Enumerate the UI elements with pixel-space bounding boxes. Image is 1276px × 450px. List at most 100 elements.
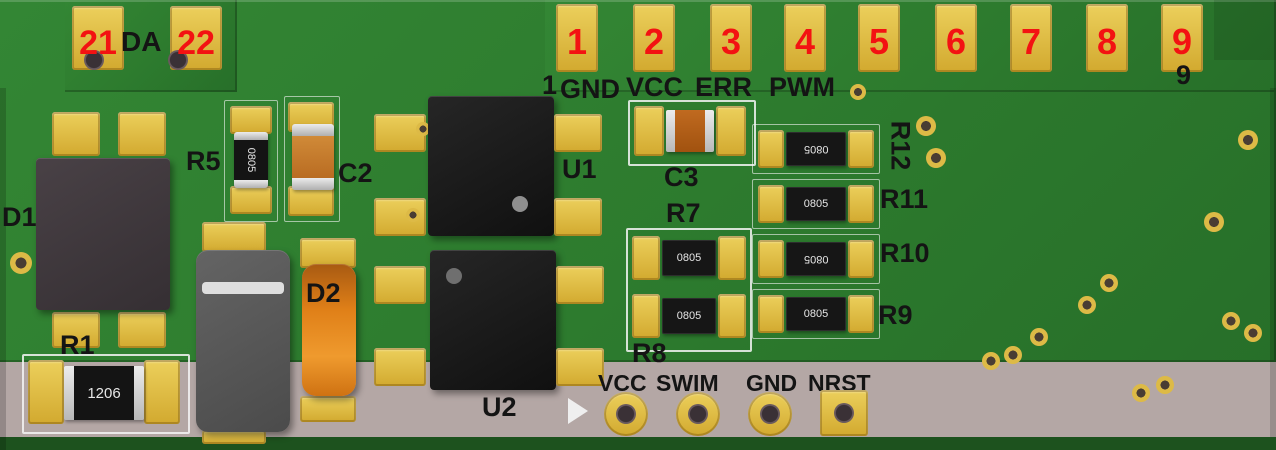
silk-pin9: 9 [1176, 60, 1192, 90]
u2-pad-right-1 [556, 266, 604, 304]
edge-pad-7 [1010, 4, 1052, 72]
silk-gnd-top: GND [560, 74, 620, 104]
via [850, 84, 866, 100]
via [1030, 328, 1048, 346]
bulk-cap-pad-top [202, 222, 266, 252]
c2-pad-bottom [288, 186, 334, 216]
tab-hole-right [168, 50, 188, 70]
vcc-hole [616, 404, 636, 424]
silk-gnd-bottom: GND [746, 370, 798, 396]
u2-pin1-dot [446, 268, 462, 284]
via [10, 252, 32, 274]
r10-pad-left [758, 240, 784, 278]
via [926, 148, 946, 168]
r7-chip: 0805 [662, 240, 716, 276]
d1-pad-top-left [52, 112, 100, 156]
d2-label: D2 [306, 278, 341, 308]
tab-label-da: DA [121, 26, 162, 57]
r1-pad-right [144, 360, 180, 424]
board-bottom-edge [0, 437, 1276, 450]
via [1078, 296, 1096, 314]
r8-pad-left [632, 294, 660, 338]
via [1132, 384, 1150, 402]
edge-pad-3 [710, 4, 752, 72]
pad-number-21: 21 [79, 24, 117, 62]
d2-body [302, 264, 356, 396]
r11-pad-right [848, 185, 874, 223]
via [1156, 376, 1174, 394]
via [916, 116, 936, 136]
edge-pad-5 [858, 4, 900, 72]
r5-chip: 0805 [234, 132, 268, 188]
r9-silk-outline [752, 289, 880, 339]
via [1222, 312, 1240, 330]
via [416, 122, 430, 136]
r12-label: R12 [885, 120, 916, 171]
bulk-cap-pad-bottom [202, 430, 266, 444]
via [982, 352, 1000, 370]
d1-pad-bottom-left [52, 312, 100, 348]
r9-label: R9 [878, 300, 913, 330]
pad-number-9: 9 [1171, 21, 1193, 62]
u1-body [428, 96, 554, 236]
c3-dielectric [675, 110, 705, 152]
r12-pad-left [758, 130, 784, 168]
r7-r8-silk-outline [626, 228, 752, 352]
pad-number-4: 4 [794, 21, 816, 62]
d1-pad-top-right [118, 112, 166, 156]
via [1204, 212, 1224, 232]
r9-pad-right [848, 295, 874, 333]
r8-chip: 0805 [662, 298, 716, 334]
chip-end [234, 180, 268, 188]
edge-pad-6 [935, 4, 977, 72]
silk-vcc-bottom: VCC [598, 370, 647, 396]
silk-swim-bottom: SWIM [656, 370, 719, 396]
r7-pad-right [718, 236, 746, 280]
c3-label: C3 [664, 162, 699, 192]
d1-pad-bottom-right [118, 312, 166, 348]
pad-number-3: 3 [720, 21, 742, 62]
pad-number-2: 2 [643, 21, 665, 62]
d2-pad-bottom [300, 396, 356, 422]
chip-end [134, 366, 144, 420]
r1-chip: 1206 [64, 366, 144, 420]
pad-number-7: 7 [1020, 21, 1042, 62]
u1-pad-right-1 [554, 114, 602, 152]
c3-silk-outline [628, 100, 756, 166]
c3-body [666, 110, 714, 152]
edge-pad-9 [1161, 4, 1203, 72]
r10-label: R10 [880, 238, 930, 268]
swim-hole [688, 404, 708, 424]
r7-pad-left [632, 236, 660, 280]
r7-label: R7 [666, 198, 701, 228]
silk-pin1: 1 [542, 70, 558, 100]
c3-pad-right [716, 106, 746, 156]
via [1244, 324, 1262, 342]
d1-label: D1 [2, 202, 37, 232]
r12-chip: 0805 [786, 132, 846, 166]
silk-pwm-top: PWM [769, 72, 835, 102]
r10-chip: 0805 [786, 242, 846, 276]
via [1004, 346, 1022, 364]
chip-end [292, 178, 334, 190]
r5-pad-top [230, 106, 272, 134]
via [406, 208, 420, 222]
r5-label: R5 [186, 146, 221, 176]
pad-number-8: 8 [1096, 21, 1118, 62]
r11-chip: 0805 [786, 187, 846, 221]
chip-end [64, 366, 74, 420]
u1-pin1-dot [512, 196, 528, 212]
r8-pad-right [718, 294, 746, 338]
chip-end [234, 132, 268, 140]
c2-body [292, 124, 334, 190]
c2-label: C2 [338, 158, 373, 188]
pad-number-22: 22 [177, 24, 215, 62]
c2-dielectric [292, 136, 334, 178]
u1-label: U1 [562, 154, 597, 184]
r5-pad-bottom [230, 186, 272, 214]
r11-label: R11 [880, 184, 929, 214]
chip-end [705, 110, 714, 152]
silk-err-top: ERR [695, 72, 753, 102]
r11-silk-outline [752, 179, 880, 229]
